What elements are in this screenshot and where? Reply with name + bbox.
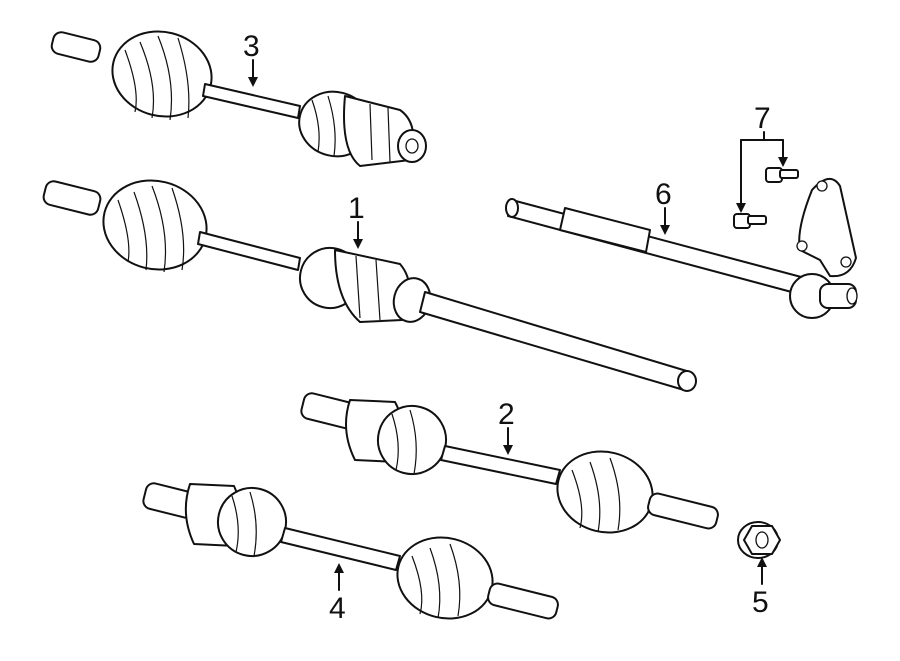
half-shaft-2[interactable]	[300, 392, 720, 543]
bolt-7a[interactable]	[765, 167, 799, 183]
callout-2: 2	[498, 398, 515, 431]
half-shaft-4[interactable]	[142, 481, 560, 629]
callout-5: 5	[752, 586, 769, 619]
callout-1: 1	[348, 192, 365, 225]
half-shaft-3[interactable]	[50, 21, 427, 167]
bolt-7b[interactable]	[733, 213, 767, 229]
intermediate-shaft-6[interactable]	[505, 178, 858, 319]
callout-4: 4	[329, 592, 346, 625]
callout-7: 7	[754, 102, 771, 135]
half-shaft-1[interactable]	[42, 170, 697, 392]
hub-nut-5[interactable]	[737, 521, 781, 559]
callout-6: 6	[655, 178, 672, 211]
callout-3: 3	[243, 30, 260, 63]
